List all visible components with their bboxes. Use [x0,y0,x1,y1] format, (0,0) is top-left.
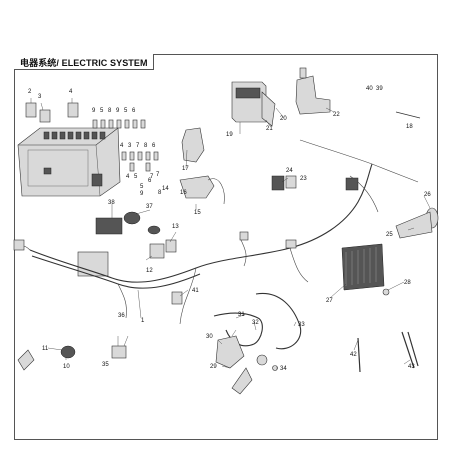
buzzer [147,225,161,235]
callout-18: 18 [406,124,413,130]
callout-43: 43 [408,364,415,370]
callout-1: 1 [141,318,145,324]
starter-relay-assembly [213,292,302,395]
battery-bracket [295,67,331,115]
callout-17: 17 [182,166,189,172]
callout-42: 42 [350,352,357,358]
fuse-mid-label: 7 [136,143,140,149]
connector-upper [345,177,359,191]
callout-36: 36 [118,313,125,319]
callout-28: 28 [404,280,411,286]
callout-21: 21 [266,126,273,132]
callout-41: 41 [192,288,199,294]
battery [231,81,267,123]
relay-2 [25,102,37,118]
callout-labels: 1234567891011121314151617181920212223242… [28,86,431,372]
callout-35: 35 [102,362,109,368]
fuse-mid-label: 5 [134,174,138,180]
stud-42 [357,337,361,373]
connector-41 [171,291,183,305]
fuse-holder [111,345,127,359]
fuse-mid-label: 4 [120,143,124,149]
relay-23 [271,175,285,191]
callout-15: 15 [194,210,201,216]
fuse-mid-label: 6 [152,143,156,149]
fuse-top-label: 5 [124,108,128,114]
cable-18 [395,111,421,119]
leader-lines [30,98,431,369]
callout-16: 16 [180,190,187,196]
callout-23: 23 [300,176,307,182]
callout-4: 4 [69,89,73,95]
callout-13: 13 [172,224,179,230]
voltage-regulator [341,243,385,291]
callout-7: 7 [156,172,160,178]
fuse-mid-label: 8 [144,143,148,149]
ignition-coil [395,211,433,239]
fuse-top-label: 9 [116,108,120,114]
callout-33: 33 [298,322,305,328]
callout-10: 10 [63,364,70,370]
connector-left [13,239,25,251]
callout-30: 30 [206,334,213,340]
callout-40: 40 [366,86,373,92]
connector-mid [239,231,249,241]
callout-12: 12 [146,268,153,274]
springs-43 [401,331,419,369]
callout-8: 8 [158,190,162,196]
relay-3 [39,109,51,123]
relay-block [149,239,177,259]
connector-right [285,239,297,249]
fuse-row-top [92,119,146,129]
callout-31: 31 [238,312,245,318]
callout-39: 39 [376,86,383,92]
fuse-top-label: 6 [132,108,136,114]
callout-19: 19 [226,132,233,138]
fuse-mid-label: 4 [126,174,130,180]
cap-tag [17,349,35,371]
horn-10 [60,345,76,359]
fuse-mid-label: 7 [150,174,154,180]
callout-37: 37 [146,204,153,210]
ignition-switch [181,127,205,163]
title-tab [14,54,154,70]
fuse-top-label: 8 [108,108,112,114]
callout-27: 27 [326,298,333,304]
callout-34: 34 [280,366,287,372]
diagram-title: 电器系统/ ELECTRIC SYSTEM [20,58,148,68]
fuse-top-label: 5 [100,108,104,114]
callout-32: 32 [252,320,259,326]
fuse-box [17,127,121,197]
callout-29: 29 [210,364,217,370]
callout-22: 22 [333,112,340,118]
fuse-mid-label: 3 [128,143,132,149]
sensor-lead [207,178,225,205]
callout-38: 38 [108,200,115,206]
ecu-module [95,217,123,235]
relay-24 [285,175,297,189]
callout-20: 20 [280,116,287,122]
relay-4 [67,102,79,118]
fuse-top-label: 9 [92,108,96,114]
callout-3: 3 [38,94,42,100]
callout-6: 6 [148,178,152,184]
callout-26: 26 [424,192,431,198]
callout-2: 2 [28,89,32,95]
fuse-row-mid [121,151,159,172]
bolt-28 [382,288,390,296]
callout-24: 24 [286,168,293,174]
callout-25: 25 [386,232,393,238]
callout-14: 14 [162,186,169,192]
speed-sensor [179,175,215,199]
callout-9: 9 [140,191,144,197]
main-wiring-harness [15,139,419,325]
callout-5: 5 [140,184,144,190]
flasher [123,211,141,225]
fuse-box-slots [43,131,106,140]
callout-11: 11 [42,346,49,352]
battery-strap [261,91,276,127]
